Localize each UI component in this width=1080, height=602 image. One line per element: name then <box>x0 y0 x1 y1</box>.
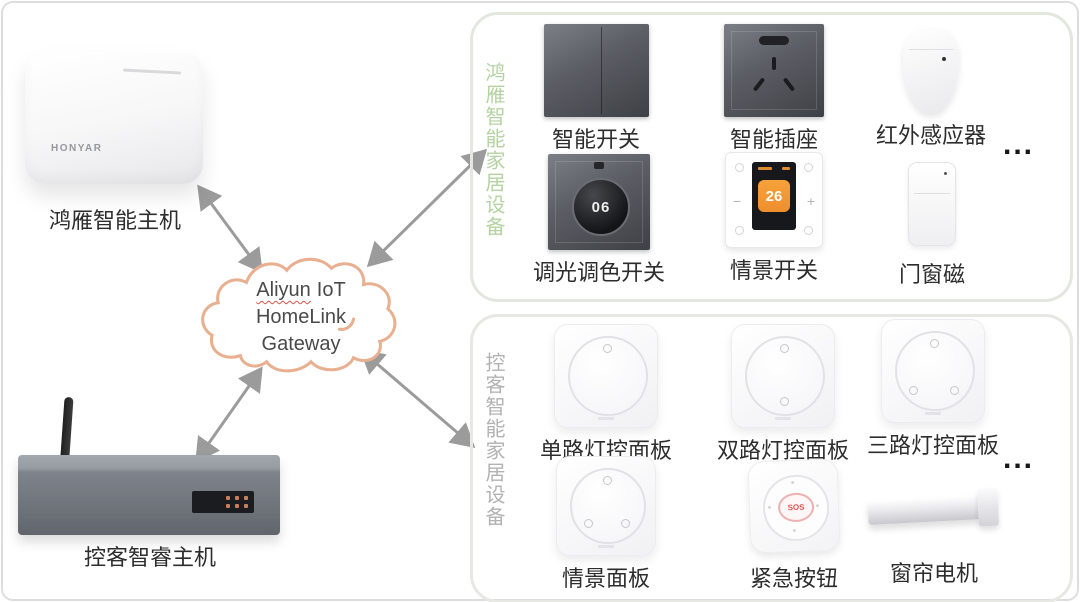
dimmer-display-value: 06 <box>591 198 611 216</box>
device-panel-triple: 三路灯控面板 <box>855 319 1011 460</box>
device-smart-socket: 智能插座 <box>698 24 850 154</box>
device-sos-button: SOS 紧急按钮 <box>716 458 872 593</box>
scene-switch-minus: − <box>733 193 742 209</box>
scene-panel-image <box>556 456 656 556</box>
kongke-group-title: 控客智能家居设备 <box>482 352 504 528</box>
sos-button-image: SOS <box>747 458 841 554</box>
dimmer-switch-label: 调光调色开关 <box>532 260 665 285</box>
ir-sensor-image <box>903 27 959 113</box>
scene-switch-label: 情景开关 <box>729 258 818 283</box>
kongke-device-group-box <box>470 314 1073 602</box>
hongyan-host-vent <box>122 68 182 75</box>
sos-button-label: 紧急按钮 <box>749 566 838 591</box>
device-dimmer-switch: 06 调光调色开关 <box>518 154 680 287</box>
device-panel-single: 单路灯控面板 <box>528 324 684 465</box>
kongke-host-body <box>18 455 280 535</box>
device-door-sensor: 门窗磁 <box>862 162 1002 289</box>
smart-socket-image <box>724 24 824 117</box>
curtain-motor-image <box>867 482 1000 544</box>
hongyan-brand-text: HONYAR <box>51 143 103 154</box>
device-smart-switch: 智能开关 <box>520 24 672 154</box>
scene-switch-image: − + 26 <box>725 152 823 248</box>
device-ir-sensor: 红外感应器 <box>858 27 1004 150</box>
device-panel-double: 双路灯控面板 <box>705 324 861 465</box>
smart-switch-label: 智能开关 <box>551 127 640 152</box>
scene-switch-temperature: 26 <box>758 180 790 212</box>
cloud-word-iot: IoT <box>316 279 346 301</box>
cloud-line-3: Gateway <box>261 333 341 355</box>
smart-socket-label: 智能插座 <box>729 127 818 152</box>
hongyan-device-group-box <box>470 12 1073 302</box>
cloud-icon <box>201 257 397 373</box>
kongke-host-label: 控客智睿主机 <box>83 545 216 570</box>
scene-switch-plus: + <box>806 193 815 209</box>
cloud-line-2: HomeLink <box>255 306 347 328</box>
ir-sensor-label: 红外感应器 <box>875 123 986 148</box>
triple-light-panel-image <box>881 319 985 423</box>
cloud-word-aliyun: Aliyun <box>256 279 311 301</box>
device-scene-panel: 情景面板 <box>528 456 684 593</box>
scene-switch-screen: 26 <box>752 162 796 230</box>
hongyan-group-title: 鸿雁智能家居设备 <box>482 62 504 238</box>
door-sensor-image <box>908 162 956 246</box>
scene-panel-label: 情景面板 <box>561 566 650 591</box>
device-scene-switch: − + 26 情景开关 <box>698 152 850 285</box>
device-curtain-motor: 窗帘电机 <box>852 482 1016 588</box>
hongyan-more-ellipsis: ... <box>1003 128 1035 161</box>
hongyan-host-image: HONYAR <box>25 52 203 184</box>
curtain-motor-label: 窗帘电机 <box>889 561 978 586</box>
hongyan-host-label: 鸿雁智能主机 <box>48 208 181 233</box>
kongke-host-image <box>18 396 280 535</box>
smart-switch-image <box>543 24 649 117</box>
door-sensor-label: 门窗磁 <box>898 262 965 287</box>
single-light-panel-image <box>554 324 658 428</box>
panel-triple-label: 三路灯控面板 <box>866 433 999 458</box>
dimmer-switch-image: 06 <box>548 154 650 250</box>
dimmer-dial: 06 <box>572 178 630 236</box>
double-light-panel-image <box>731 324 835 428</box>
kongke-host-display <box>192 491 254 513</box>
kongke-more-ellipsis: ... <box>1003 442 1035 475</box>
